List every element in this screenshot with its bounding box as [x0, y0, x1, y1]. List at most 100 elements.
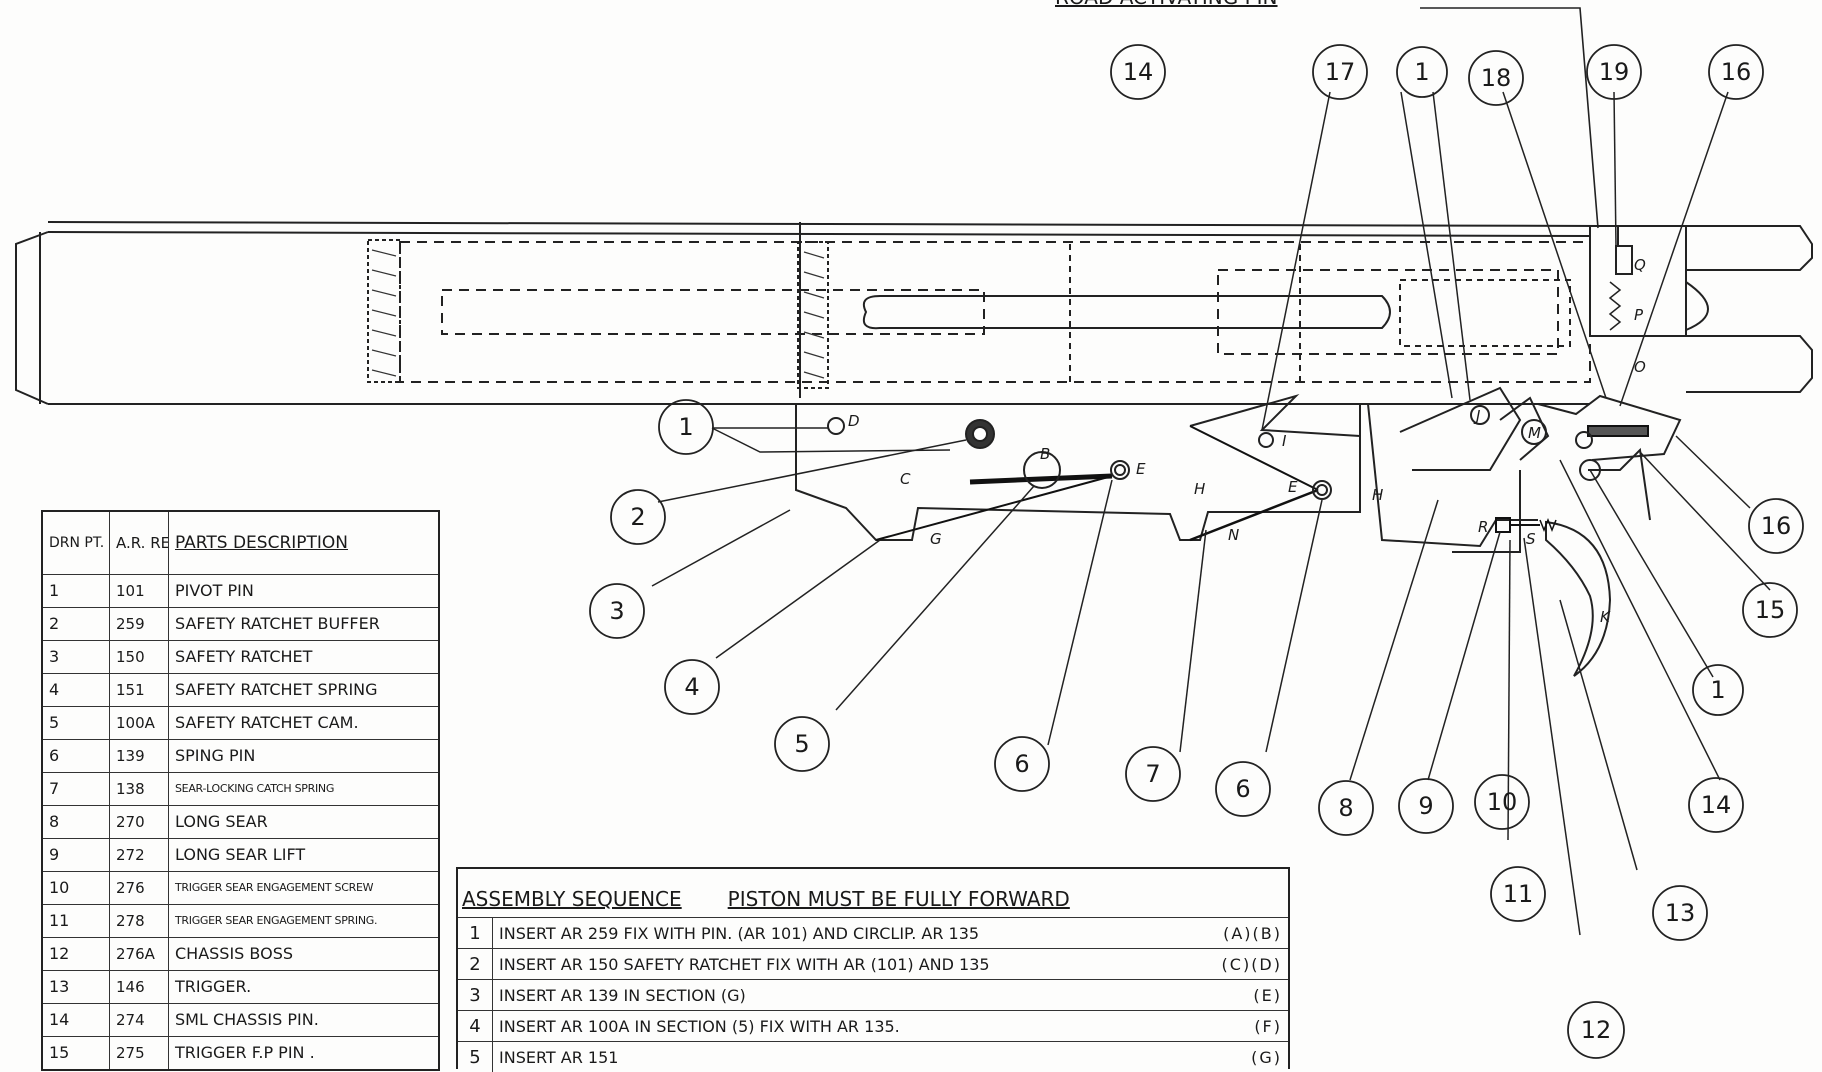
header-parts-description: PARTS DESCRIPTION [169, 511, 440, 575]
svg-text:8: 8 [1338, 794, 1353, 822]
point-label: G [930, 530, 942, 548]
balloon: 6 [1216, 762, 1270, 816]
parts-table: DRN PT. NO A.R. REFNO PARTS DESCRIPTION … [41, 510, 440, 1071]
svg-text:15: 15 [1755, 596, 1786, 624]
svg-text:11: 11 [1503, 880, 1534, 908]
balloon: 18 [1469, 51, 1523, 105]
balloon: 9 [1399, 779, 1453, 833]
point-label: M [1528, 424, 1541, 442]
svg-text:1: 1 [678, 413, 693, 441]
svg-text:16: 16 [1761, 512, 1792, 540]
header-note-leader [1420, 8, 1598, 228]
svg-text:6: 6 [1235, 775, 1250, 803]
balloon: 2 [611, 490, 665, 544]
svg-text:19: 19 [1599, 58, 1630, 86]
svg-text:5: 5 [794, 730, 809, 758]
svg-text:17: 17 [1325, 58, 1356, 86]
balloon: 4 [665, 660, 719, 714]
balloon: 14 [1111, 45, 1165, 99]
svg-text:1: 1 [1710, 676, 1725, 704]
svg-text:6: 6 [1014, 750, 1029, 778]
header-drawing-pt-no: DRN PT. NO [42, 511, 110, 575]
balloon: 14 [1689, 778, 1743, 832]
balloon: 1 [1397, 47, 1447, 97]
leader-lines [652, 92, 1770, 935]
point-label: D [848, 412, 860, 430]
point-label: N [1228, 526, 1239, 544]
svg-text:2: 2 [630, 503, 645, 531]
balloon: 7 [1126, 747, 1180, 801]
hatch-marks [372, 250, 824, 378]
point-label: S [1526, 530, 1536, 548]
header-ar-ref-no: A.R. REFNO [110, 511, 169, 575]
balloon: 16 [1709, 45, 1763, 99]
svg-text:14: 14 [1701, 791, 1732, 819]
svg-text:10: 10 [1487, 788, 1518, 816]
svg-text:1: 1 [1414, 58, 1429, 86]
svg-text:12: 12 [1581, 1016, 1612, 1044]
balloon: 17 [1313, 45, 1367, 99]
balloon: 1 [1693, 665, 1743, 715]
balloon: 5 [775, 717, 829, 771]
point-label: C [900, 470, 911, 488]
balloon: 16 [1749, 499, 1803, 553]
assembly-title-row: ASSEMBLY SEQUENCE PISTON MUST BE FULLY F… [458, 869, 1288, 917]
point-label: I [1282, 432, 1287, 450]
assembly-note: PISTON MUST BE FULLY FORWARD [728, 887, 1070, 911]
header-note: ROAD ACTIVATING PIN [1055, 0, 1278, 9]
balloon: 6 [995, 737, 1049, 791]
parts-table-header: DRN PT. NO A.R. REFNO PARTS DESCRIPTION [42, 511, 439, 575]
svg-text:4: 4 [684, 673, 699, 701]
svg-text:3: 3 [609, 597, 624, 625]
svg-text:13: 13 [1665, 899, 1696, 927]
balloon: 10 [1475, 775, 1529, 829]
svg-text:9: 9 [1418, 792, 1433, 820]
balloon: 3 [590, 584, 644, 638]
svg-text:16: 16 [1721, 58, 1752, 86]
svg-text:14: 14 [1123, 58, 1154, 86]
balloon: 19 [1587, 45, 1641, 99]
balloon: 12 [1568, 1002, 1624, 1058]
svg-text:18: 18 [1481, 64, 1512, 92]
point-label: E [1288, 478, 1298, 496]
point-label: P [1634, 306, 1644, 324]
point-label: H [1372, 486, 1383, 504]
point-label: R [1478, 518, 1488, 536]
barrel-ends [1590, 226, 1812, 392]
balloon: 13 [1653, 886, 1707, 940]
balloon: 11 [1491, 867, 1545, 921]
point-label: E [1136, 460, 1146, 478]
assembly-title: ASSEMBLY SEQUENCE [462, 887, 682, 911]
assembly-sequence: ASSEMBLY SEQUENCE PISTON MUST BE FULLY F… [456, 867, 1290, 1069]
point-label: B [1040, 445, 1050, 463]
point-label: H [1194, 480, 1205, 498]
balloon: 1 [659, 400, 713, 454]
svg-text:7: 7 [1145, 760, 1160, 788]
point-label: K [1600, 608, 1611, 626]
balloon: 15 [1743, 583, 1797, 637]
point-label: O [1634, 358, 1646, 376]
balloon: 8 [1319, 781, 1373, 835]
point-label: Q [1634, 256, 1646, 274]
